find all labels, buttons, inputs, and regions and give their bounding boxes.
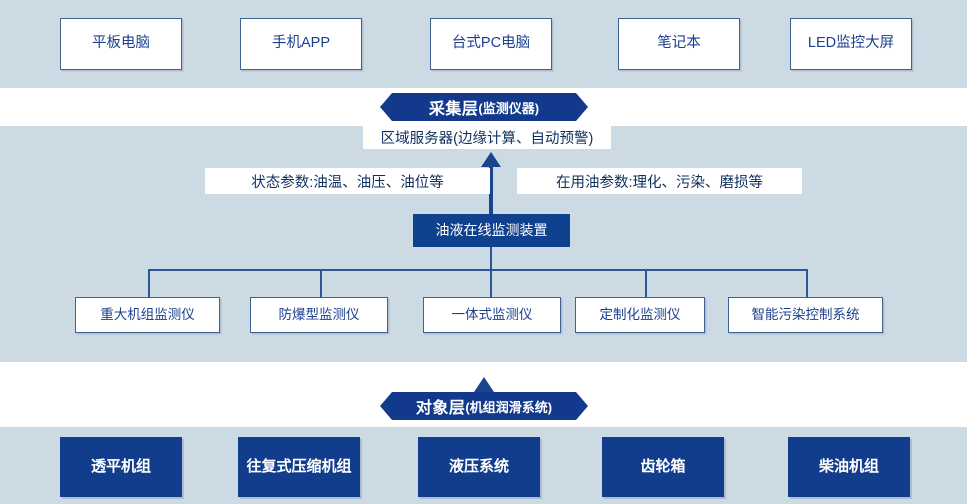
status-parameters-text: 状态参数:油温、油压、油位等 bbox=[251, 174, 444, 191]
display-device-label: LED监控大屏 bbox=[807, 35, 895, 52]
object-hydraulic-system[interactable]: 液压系统 bbox=[418, 437, 540, 497]
tree-drop-5 bbox=[806, 269, 808, 298]
banner-object-title: 对象层 bbox=[415, 400, 466, 417]
instrument-label: 定制化监测仪 bbox=[599, 306, 681, 322]
in-use-oil-parameters-text: 在用油参数:理化、污染、磨损等 bbox=[555, 174, 764, 191]
banner-object-subtitle: (机组润滑系统) bbox=[465, 399, 553, 415]
instrument-label: 智能污染控制系统 bbox=[751, 306, 860, 322]
banner-object-layer[interactable]: 对象层 (机组润滑系统) bbox=[380, 392, 588, 420]
instrument-label: 重大机组监测仪 bbox=[100, 306, 195, 322]
regional-server-text: 区域服务器(边缘计算、自动预警) bbox=[380, 131, 594, 147]
object-gearbox[interactable]: 齿轮箱 bbox=[602, 437, 724, 497]
status-parameters-label: 状态参数:油温、油压、油位等 bbox=[205, 168, 490, 194]
object-label: 柴油机组 bbox=[818, 458, 879, 475]
instrument-major-unit-monitor[interactable]: 重大机组监测仪 bbox=[75, 297, 220, 333]
object-label: 往复式压缩机组 bbox=[246, 458, 352, 475]
tree-drop-3 bbox=[490, 269, 492, 298]
arrow-up-to-server-shaft bbox=[489, 166, 493, 214]
display-device-desktop-pc[interactable]: 台式PC电脑 bbox=[430, 18, 552, 70]
regional-server-label: 区域服务器(边缘计算、自动预警) bbox=[363, 126, 611, 149]
display-device-label: 平板电脑 bbox=[92, 35, 150, 52]
instrument-customized-monitor[interactable]: 定制化监测仪 bbox=[575, 297, 705, 333]
oil-online-monitoring-device-label: 油液在线监测装置 bbox=[435, 222, 548, 239]
instrument-smart-contamination-control[interactable]: 智能污染控制系统 bbox=[728, 297, 883, 333]
display-device-laptop[interactable]: 笔记本 bbox=[618, 18, 740, 70]
oil-online-monitoring-device-node[interactable]: 油液在线监测装置 bbox=[413, 214, 570, 247]
banner-collection-subtitle: (监测仪器) bbox=[478, 100, 540, 116]
tree-drop-1 bbox=[148, 269, 150, 298]
tree-trunk bbox=[490, 247, 492, 270]
instrument-label: 防爆型监测仪 bbox=[278, 306, 360, 322]
arrow-up-to-server-head bbox=[481, 152, 501, 167]
display-device-tablet[interactable]: 平板电脑 bbox=[60, 18, 182, 70]
object-diesel-generator[interactable]: 柴油机组 bbox=[788, 437, 910, 497]
display-device-mobile-app[interactable]: 手机APP bbox=[240, 18, 362, 70]
object-label: 透平机组 bbox=[90, 458, 151, 475]
tree-drop-4 bbox=[645, 269, 647, 298]
display-device-led-wall[interactable]: LED监控大屏 bbox=[790, 18, 912, 70]
tree-drop-2 bbox=[320, 269, 322, 298]
arrow-up-to-object-head bbox=[474, 377, 494, 392]
instrument-label: 一体式监测仪 bbox=[451, 306, 533, 322]
object-turbine-unit[interactable]: 透平机组 bbox=[60, 437, 182, 497]
banner-collection-layer[interactable]: 采集层(监测仪器) bbox=[380, 93, 588, 121]
object-label: 液压系统 bbox=[448, 458, 509, 475]
display-device-label: 笔记本 bbox=[657, 35, 701, 52]
banner-collection-title: 采集层 bbox=[428, 101, 479, 118]
display-device-label: 手机APP bbox=[271, 35, 330, 52]
object-label: 齿轮箱 bbox=[640, 458, 686, 475]
in-use-oil-parameters-label: 在用油参数:理化、污染、磨损等 bbox=[517, 168, 802, 194]
display-device-label: 台式PC电脑 bbox=[451, 35, 531, 52]
instrument-explosion-proof-monitor[interactable]: 防爆型监测仪 bbox=[250, 297, 388, 333]
instrument-integrated-monitor[interactable]: 一体式监测仪 bbox=[423, 297, 561, 333]
tree-crossbar bbox=[148, 269, 808, 271]
object-reciprocating-compressor[interactable]: 往复式压缩机组 bbox=[238, 437, 360, 497]
